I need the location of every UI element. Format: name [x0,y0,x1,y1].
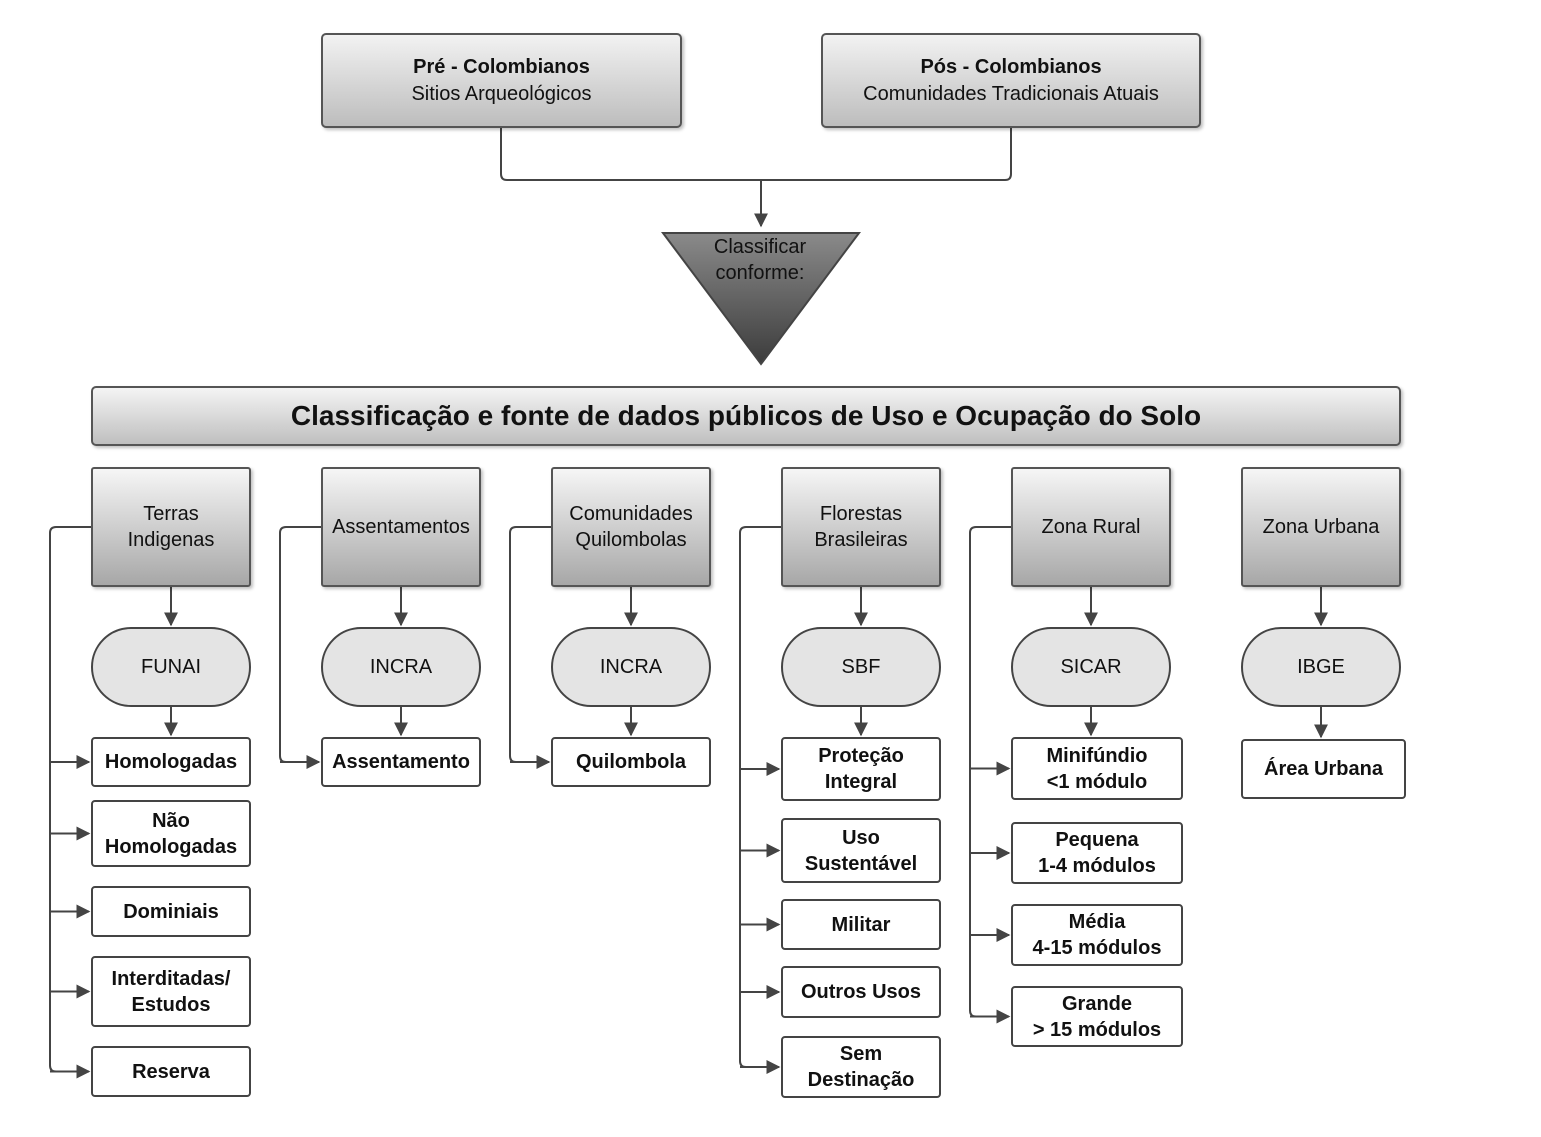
merge-connector [500,128,1012,181]
item-militar: Militar [781,899,941,950]
origin-title: Pré - Colombianos [413,55,590,78]
category-spine [969,526,1011,1018]
item-media-4-15-modulos: Média 4-15 módulos [1011,904,1183,966]
origin-subtitle: Sitios Arqueológicos [411,82,592,105]
source-funai-label: FUNAI [141,655,201,678]
item-minifundio-1-modulo-line: <1 módulo [1046,770,1148,793]
item-quilombola: Quilombola [551,737,711,787]
source-sbf-label: SBF [841,655,881,678]
classify-triangle [661,232,861,366]
item-interditadas-estudos-line: Estudos [131,993,211,1016]
item-grande-15-modulos-line: Grande [1061,992,1133,1015]
category-spine [279,526,321,763]
item-militar-line: Militar [831,913,891,936]
item-uso-sustentavel-line: Uso [842,826,880,849]
source-incra-label: INCRA [599,655,663,678]
origin-pos-colombianos: Pós - Colombianos Comunidades Tradiciona… [821,33,1201,128]
classification-banner: Classificação e fonte de dados públicos … [91,386,1401,446]
item-reserva-line: Reserva [132,1060,210,1083]
origin-pre-colombianos: Pré - Colombianos Sitios Arqueológicos [321,33,682,128]
item-minifundio-1-modulo-line: Minifúndio [1046,744,1148,767]
classify-line: conforme: [715,262,805,284]
category-assentamentos: Assentamentos [321,467,481,587]
item-grande-15-modulos: Grande > 15 módulos [1011,986,1183,1047]
source-incra: INCRA [551,627,711,707]
item-interditadas-estudos-line: Interditadas/ [111,967,231,990]
source-sicar: SICAR [1011,627,1171,707]
item-protecao-integral-line: Proteção [818,745,904,767]
source-ibge-label: IBGE [1297,655,1345,678]
item-dominiais-line: Dominiais [123,900,219,923]
category-comunidades-quilombolas-line: Comunidades [569,503,693,525]
category-florestas-brasileiras-line: Brasileiras [814,529,908,551]
item-outros-usos-line: Outros Usos [800,981,922,1003]
category-zona-urbana: Zona Urbana [1241,467,1401,587]
category-terras-indigenas-line: Indigenas [127,529,215,551]
category-zona-rural: Zona Rural [1011,467,1171,587]
category-zona-rural-line: Zona Rural [1041,516,1141,538]
source-sicar-label: SICAR [1060,655,1122,678]
category-spine [739,526,781,1068]
item-homologadas-line: Homologadas [104,751,238,773]
source-funai: FUNAI [91,627,251,707]
item-media-4-15-modulos-line: Média [1068,911,1126,933]
item-assentamento-line: Assentamento [332,751,470,773]
item-nao-homologadas-line: Homologadas [104,835,238,858]
source-incra-label: INCRA [369,655,433,678]
origin-subtitle: Comunidades Tradicionais Atuais [863,82,1159,105]
item-quilombola-line: Quilombola [576,751,686,773]
item-sem-destinacao-line: Destinação [807,1069,915,1091]
source-sbf: SBF [781,627,941,707]
category-spine [509,526,551,763]
category-assentamentos-line: Assentamentos [332,516,470,538]
source-ibge: IBGE [1241,627,1401,707]
source-incra: INCRA [321,627,481,707]
origin-title: Pós - Colombianos [920,55,1102,78]
item-pequena-1-4-modulos-line: 1-4 módulos [1038,855,1156,877]
item-dominiais: Dominiais [91,886,251,937]
item-assentamento: Assentamento [321,737,481,787]
item-protecao-integral-line: Integral [824,771,898,793]
item-area-urbana-line: Área Urbana [1264,758,1383,780]
item-homologadas: Homologadas [91,737,251,787]
category-zona-urbana-line: Zona Urbana [1262,516,1380,538]
item-interditadas-estudos: Interditadas/Estudos [91,956,251,1027]
category-spine [49,526,91,1073]
category-terras-indigenas-line: Terras [143,503,199,525]
category-comunidades-quilombolas-line: Quilombolas [575,529,687,551]
item-outros-usos: Outros Usos [781,966,941,1018]
classify-label: Classificar conforme: [680,234,840,286]
classify-line: Classificar [713,236,807,258]
item-sem-destinacao-line: Sem [839,1043,883,1065]
item-pequena-1-4-modulos-line: Pequena [1055,829,1139,851]
banner-title: Classificação e fonte de dados públicos … [290,400,1202,431]
item-uso-sustentavel-line: Sustentável [804,852,918,875]
item-reserva: Reserva [91,1046,251,1097]
item-area-urbana: Área Urbana [1241,739,1406,799]
item-minifundio-1-modulo: Minifúndio <1 módulo [1011,737,1183,800]
item-media-4-15-modulos-line: 4-15 módulos [1032,937,1162,959]
item-pequena-1-4-modulos: Pequena 1-4 módulos [1011,822,1183,884]
category-florestas-brasileiras-line: Florestas [819,503,903,525]
item-grande-15-modulos-line: > 15 módulos [1032,1018,1162,1041]
item-nao-homologadas-line: Não [152,809,190,832]
